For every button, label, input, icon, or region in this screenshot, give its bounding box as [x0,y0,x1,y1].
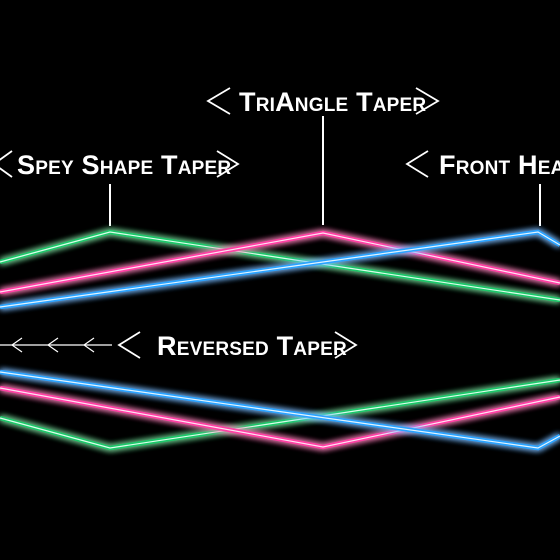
triangle-taper-line [0,230,560,295]
reversed-taper-label: Reversed Taper [0,331,358,361]
spey-shape-taper-text: Spey Shape Taper [17,150,231,180]
spey-shape-taper-label: Spey Shape Taper [0,150,240,180]
front-heavy-taper-text: Front Heav [439,150,560,180]
front-heavy-taper-label: Front Heav [405,150,560,180]
triangle-taper-text: TriAngle Taper [239,87,426,117]
front-heavy-taper-line [0,229,560,310]
reversed-taper-text: Reversed Taper [157,331,347,361]
triangle-taper-label: TriAngle Taper [206,87,440,117]
left-arrows-icon [0,337,112,353]
reversed-green-line [0,377,560,451]
reversed-pink-line [0,385,560,450]
spey-shape-taper-line [0,229,560,303]
reversed-blue-line [0,369,560,451]
